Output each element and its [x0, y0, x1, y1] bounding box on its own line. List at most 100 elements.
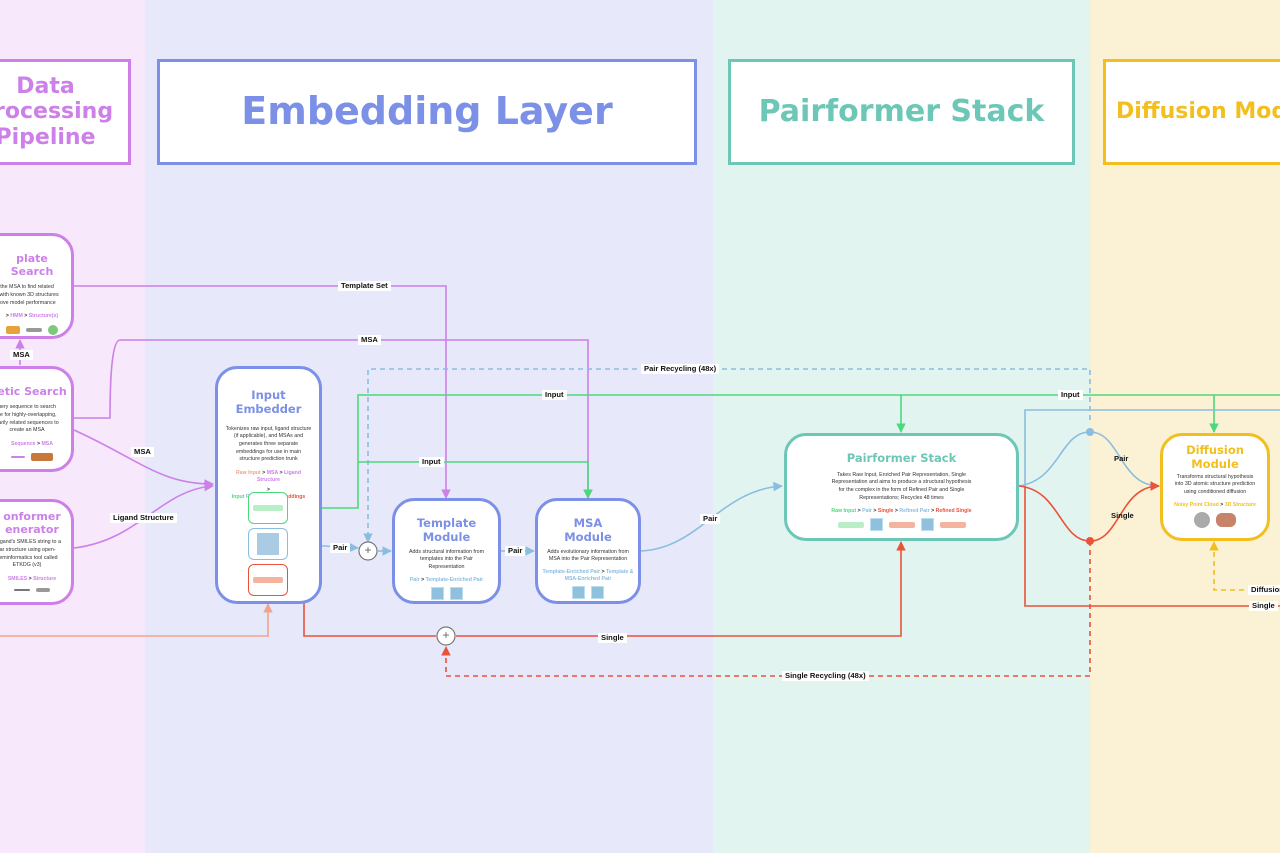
node-flow: Sequence > MSA	[0, 441, 71, 447]
node-msa-module[interactable]: MSA Module Adds evolutionary information…	[535, 498, 641, 604]
single-embedding-icon	[253, 577, 283, 583]
plus-node-single	[436, 626, 456, 646]
pair-grid-icon	[920, 518, 934, 532]
flow-item: Ligand Structure	[256, 469, 302, 484]
label-input-top: Input	[542, 390, 567, 400]
flow-icon-arrow: >	[36, 440, 40, 447]
node-thumbs	[395, 586, 498, 600]
label-msa-small: MSA	[10, 350, 33, 360]
edge-input-top	[290, 394, 1280, 509]
stage-title-data-processing: Data Processing Pipeline	[0, 59, 131, 165]
flow-item: Refined Single	[935, 508, 972, 515]
flow-item: Structure	[33, 576, 57, 583]
flow-item: Pair	[862, 508, 872, 515]
node-thumbs	[0, 452, 71, 461]
node-template-module[interactable]: Template Module Adds structural informat…	[392, 498, 501, 604]
flow-item: Structure(s)	[28, 313, 59, 320]
node-title: plate Search	[10, 252, 54, 279]
node-title: Diffusion Module	[1186, 443, 1244, 471]
node-title: Pairformer Stack	[846, 451, 957, 465]
single-junction-dot	[1086, 537, 1094, 545]
label-pair-plus: Pair	[330, 543, 351, 553]
node-desc: the MSA to find related s with known 3D …	[0, 284, 59, 306]
pair-grid-icon	[449, 586, 463, 600]
flow-item: Noisy Point Cloud	[1174, 501, 1219, 508]
node-desc: a ligand's SMILES string to a lar struct…	[0, 539, 61, 569]
node-thumbs	[0, 588, 71, 593]
molecule-icon	[36, 588, 50, 593]
flow-item: MSA	[266, 469, 279, 476]
edge-single-out	[1018, 481, 1160, 542]
node-flow: Pair > Template-Enriched Pair	[395, 577, 498, 583]
flow-item: Raw Input	[831, 508, 857, 515]
stage-title-diffusion: Diffusion Mod	[1103, 59, 1280, 165]
label-input-mid: Input	[419, 457, 444, 467]
flow-icon-arrow: >	[5, 313, 9, 320]
flow-item: Input	[231, 493, 245, 500]
point-cloud-icon	[1194, 511, 1210, 528]
node-genetic-search[interactable]: etic Search uery sequence to search se f…	[0, 366, 74, 472]
node-pairformer-stack[interactable]: Pairformer Stack Takes Raw Input, Enrich…	[784, 433, 1019, 541]
flow-item: Refined Pair	[899, 508, 930, 515]
smiles-icon	[14, 589, 30, 592]
edge-pair-recycling	[363, 368, 1091, 543]
edge-single-right	[1024, 486, 1280, 607]
node-title: MSA Module	[564, 516, 612, 544]
label-single-right: Single	[1249, 601, 1278, 611]
node-flow: Noisy Point Cloud > 3D Structure	[1163, 502, 1267, 508]
edge-msa-top	[74, 339, 593, 499]
node-flow: Template-Enriched Pair > Template & MSA-…	[538, 569, 638, 584]
flow-item: HMM	[10, 313, 23, 320]
label-pair-diff: Pair	[1114, 454, 1129, 463]
label-single-recycling: Single Recycling (48x)	[782, 671, 869, 681]
node-desc: Tokenizes raw input, ligand structure (i…	[225, 425, 312, 463]
flow-icon-arrow: >	[857, 508, 861, 515]
flow-item: Template-Enriched Pair	[542, 568, 601, 575]
node-flow: SMILES > Structure	[0, 576, 71, 582]
flow-item: Raw Input	[235, 469, 261, 476]
flow-icon-arrow: >	[421, 576, 425, 583]
node-desc: Adds structural information from templat…	[408, 548, 485, 570]
pair-grid-icon	[869, 518, 883, 532]
node-flow: > HMM > Structure(s)	[0, 313, 71, 319]
pair-grid-icon	[430, 586, 444, 600]
label-single-diff: Single	[1111, 511, 1134, 520]
node-conformer-generator[interactable]: onformer enerator a ligand's SMILES stri…	[0, 499, 74, 605]
node-template-search[interactable]: plate Search the MSA to find related s w…	[0, 233, 74, 339]
edge-pair-out	[1018, 431, 1160, 491]
flow-icon-arrow: >	[28, 576, 32, 583]
pair-junction-dot	[1086, 428, 1094, 436]
edge-input-mid	[358, 461, 593, 499]
label-input-right: Input	[1058, 390, 1083, 400]
node-title: onformer enerator	[3, 510, 61, 537]
label-msa-curve: MSA	[131, 447, 154, 457]
flow-item: Template & MSA-Enriched Pair	[564, 568, 634, 583]
label-pair-tm: Pair	[505, 546, 526, 556]
flow-icon-arrow: >	[931, 508, 935, 515]
node-thumbs	[538, 585, 638, 599]
pair-grid-icon	[572, 585, 585, 599]
edge-single-recycling	[441, 541, 1091, 677]
input-embedding-box	[248, 492, 288, 524]
pair-embedding-box	[248, 528, 288, 560]
stage-title-embedding: Embedding Layer	[157, 59, 697, 165]
label-ligand-structure: Ligand Structure	[110, 513, 177, 523]
flow-item: MSA	[41, 440, 53, 447]
pair-grid-icon	[591, 585, 604, 599]
msa-grid-icon	[6, 326, 20, 335]
single-embedding-box	[248, 564, 288, 596]
edge-msa-curve	[73, 429, 214, 489]
label-diffusion-right: Diffusion	[1248, 585, 1280, 595]
flow-item: Pair	[409, 576, 420, 583]
flow-item: Sequence	[11, 440, 36, 447]
flow-item: Template-Enriched Pair	[425, 576, 484, 583]
structure-icon	[48, 325, 58, 336]
node-diffusion-module[interactable]: Diffusion Module Transforms structural h…	[1160, 433, 1270, 541]
sequence-icon	[11, 455, 25, 458]
flow-icon-arrow: >	[266, 486, 271, 493]
node-thumbs	[0, 325, 71, 336]
single-strip-icon	[939, 521, 966, 528]
flow-item: 3D Structure	[1224, 501, 1256, 508]
edge-ligand-salmon	[0, 603, 273, 637]
